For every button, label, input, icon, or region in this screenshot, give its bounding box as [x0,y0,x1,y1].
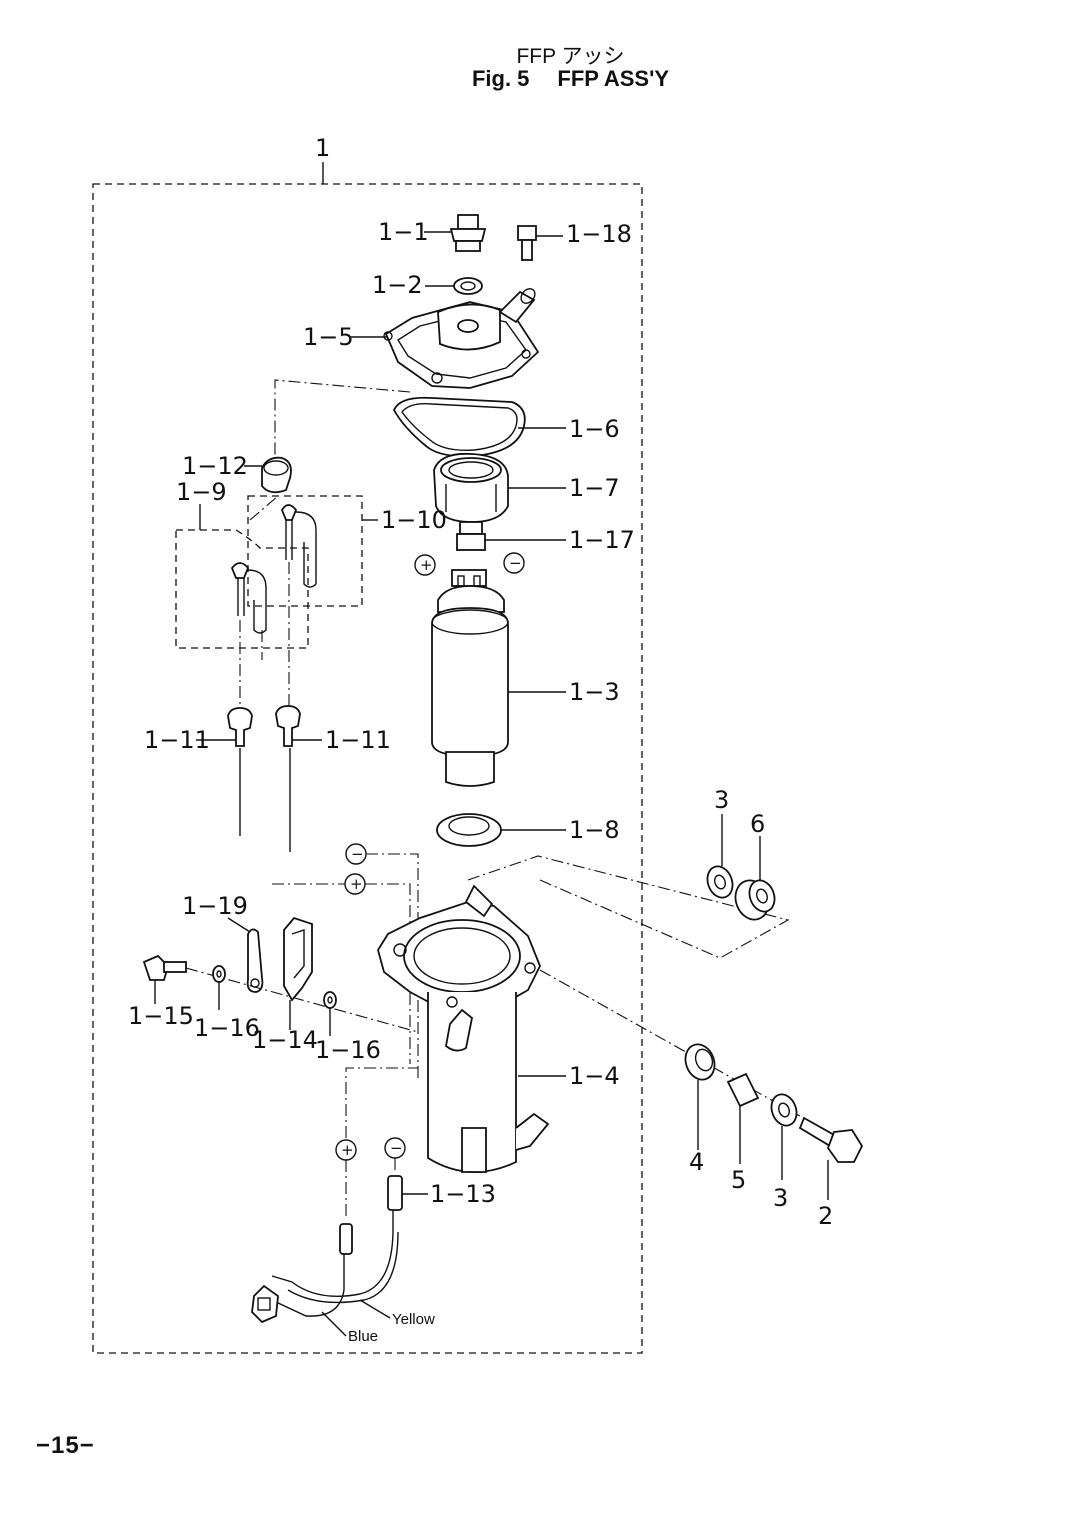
label-1-5: 1−5 [303,323,354,351]
part-1-1-fitting [424,214,487,252]
label-6: 6 [750,810,765,838]
label-1-18: 1−18 [566,220,632,248]
label-3-upper: 3 [714,786,729,814]
part-1-6-gasket [392,396,566,458]
label-4: 4 [689,1148,704,1176]
label-1-3: 1−3 [569,678,620,706]
label-1-12: 1−12 [182,452,248,480]
label-1-8: 1−8 [569,816,620,844]
minus-symbol [503,552,525,574]
label-1-14: 1−14 [252,1026,318,1054]
part-2-bolt [798,1116,864,1200]
part-1-16-washer-left [212,965,226,1010]
label-1-10: 1−10 [381,506,447,534]
part-1-8-ring [436,813,566,847]
label-1-13: 1−13 [430,1180,496,1208]
wire-label-yellow: Yellow [392,1311,435,1328]
label-1-1: 1−1 [378,218,429,246]
label-1: 1 [315,134,330,162]
svg-text:−: − [509,554,522,572]
label-1-6: 1−6 [569,415,620,443]
part-1-16-washer-right [323,991,337,1036]
label-1-15: 1−15 [128,1002,194,1030]
diagram-title-en: Fig. 5 FFP ASS'Y [30,66,1081,92]
part-3-washer-lower [770,1093,798,1180]
svg-text:+: + [420,556,433,574]
part-4-bushing [684,1043,716,1150]
svg-text:−: − [390,1139,403,1157]
part-1-14-clip [283,916,313,1030]
label-5: 5 [731,1166,746,1194]
part-1-17-connector [456,521,566,551]
label-1-4: 1−4 [569,1062,620,1090]
part-1-15-screw [142,954,187,1004]
part-1-2-washer [425,277,483,295]
part-1-18-bolt [517,225,563,261]
part-3-washer-upper [706,814,734,899]
part-1-11-sleeve-right [275,705,322,747]
svg-text:+: + [341,1141,354,1159]
label-1-2: 1−2 [372,271,423,299]
svg-text:+: + [350,875,363,893]
part-1-11-sleeve-left [196,707,253,747]
plus-symbol [414,554,436,576]
part-1-13-wire-harness [251,1175,428,1324]
label-1-17: 1−17 [569,526,635,554]
part-5-collar [726,1072,760,1164]
label-1-11-left: 1−11 [144,726,210,754]
wire-label-blue: Blue [348,1328,378,1345]
svg-text:−: − [351,845,364,863]
label-1-7: 1−7 [569,474,620,502]
part-1-3-fuel-pump [431,569,566,787]
label-3-lower: 3 [773,1184,788,1212]
part-1-7-ring-nut [433,452,566,523]
label-1-16-left: 1−16 [194,1014,260,1042]
page-number: −15− [36,1432,95,1459]
label-1-9: 1−9 [176,478,227,506]
part-1-10-lead-wire [280,504,317,588]
part-1-9-lead-wire [230,562,267,634]
label-2: 2 [818,1202,833,1230]
label-1-19: 1−19 [182,892,248,920]
diagram-title-jp: FFP アッシ [516,45,625,68]
figure-number: Fig. 5 [471,66,530,91]
label-1-11-right: 1−11 [325,726,391,754]
part-1-5-cover [350,288,540,389]
figure-title: FFP ASS'Y [557,66,670,91]
label-1-16-right: 1−16 [315,1036,381,1064]
part-1-4-housing [377,884,566,1173]
part-6-grommet [734,836,776,921]
assembly-boundary [92,183,643,1354]
part-1-12-cap [244,456,292,494]
